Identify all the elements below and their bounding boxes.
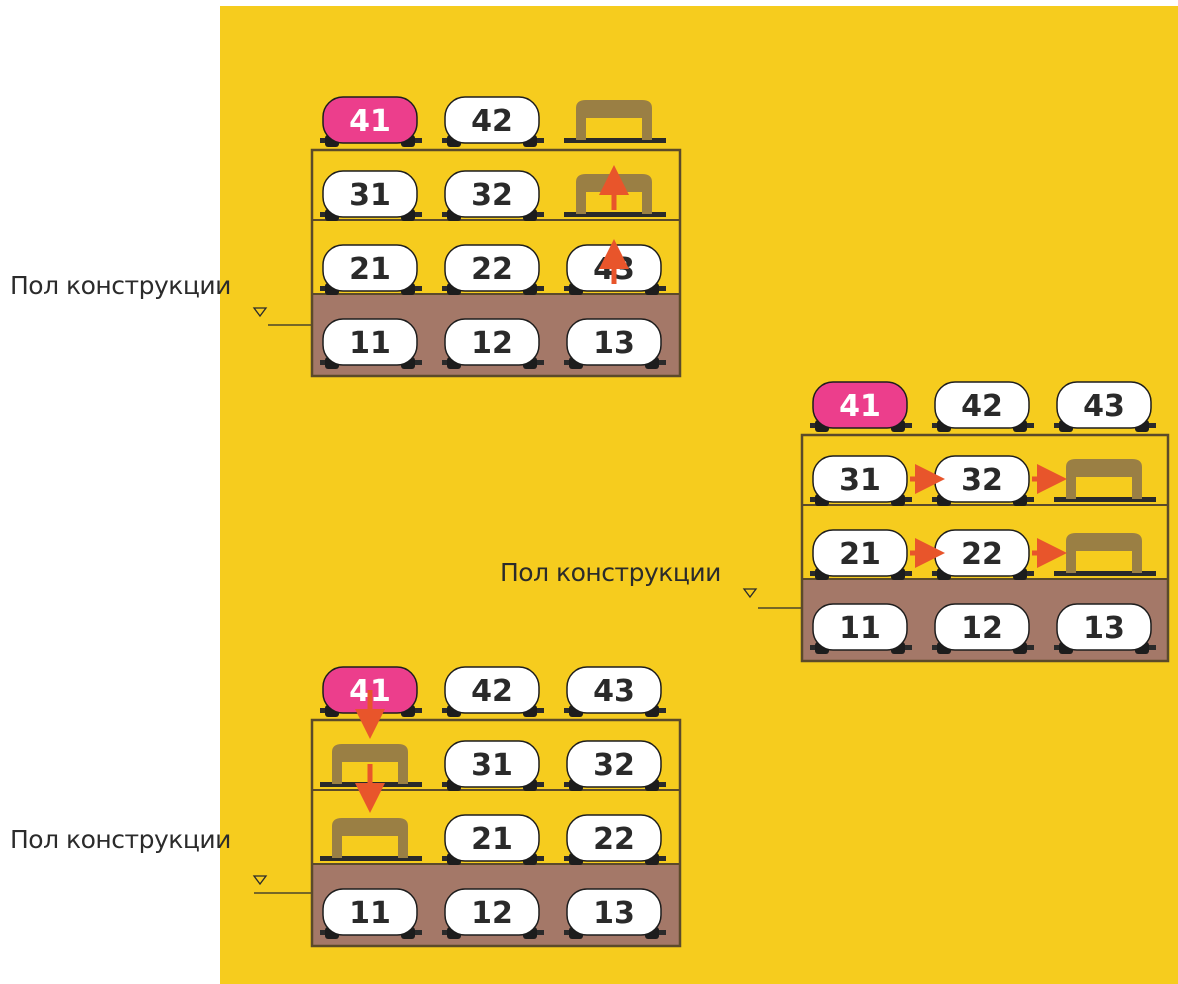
svg-text:43: 43 xyxy=(1083,389,1125,424)
pallet-bar xyxy=(564,138,666,143)
car-43: 43 xyxy=(1056,381,1152,432)
empty-pallet xyxy=(332,744,408,784)
structure-2: 41 42 43 31 32 21 22 11 12 13 xyxy=(800,381,1170,663)
svg-text:21: 21 xyxy=(349,252,391,287)
pallet-bar xyxy=(1054,571,1156,576)
svg-text:13: 13 xyxy=(593,896,635,931)
empty-pallet xyxy=(1066,459,1142,499)
pallet-bar xyxy=(1054,497,1156,502)
steel-frame xyxy=(310,718,682,948)
svg-text:42: 42 xyxy=(961,389,1003,424)
car-11: 11 xyxy=(322,888,418,939)
svg-text:22: 22 xyxy=(471,252,513,287)
svg-text:11: 11 xyxy=(839,611,881,646)
svg-text:41: 41 xyxy=(349,104,391,139)
structure-3: 41 42 43 31 32 21 22 11 12 13 xyxy=(310,666,682,948)
svg-text:32: 32 xyxy=(593,748,635,783)
car-31: 31 xyxy=(812,455,908,506)
car-21: 21 xyxy=(444,814,540,865)
car-12: 12 xyxy=(444,318,540,369)
steel-frame xyxy=(310,148,682,378)
car-42: 42 xyxy=(444,96,540,147)
car-12: 12 xyxy=(444,888,540,939)
svg-text:12: 12 xyxy=(961,611,1003,646)
floor-label-3: Пол конструкции xyxy=(10,825,231,854)
svg-text:43: 43 xyxy=(593,674,635,709)
svg-text:21: 21 xyxy=(839,537,881,572)
car-32: 32 xyxy=(444,170,540,221)
car-22: 22 xyxy=(934,529,1030,580)
car-41: 41 xyxy=(322,666,418,717)
empty-pallet xyxy=(332,818,408,858)
car-22: 22 xyxy=(444,244,540,295)
svg-text:11: 11 xyxy=(349,896,391,931)
car-11: 11 xyxy=(322,318,418,369)
svg-text:42: 42 xyxy=(471,674,513,709)
car-22: 22 xyxy=(566,814,662,865)
svg-text:12: 12 xyxy=(471,326,513,361)
car-41: 41 xyxy=(812,381,908,432)
svg-text:13: 13 xyxy=(1083,611,1125,646)
svg-text:21: 21 xyxy=(471,822,513,857)
car-31: 31 xyxy=(322,170,418,221)
floor-marker-3 xyxy=(252,875,312,894)
svg-text:31: 31 xyxy=(839,463,881,498)
car-13: 13 xyxy=(1056,603,1152,654)
svg-text:42: 42 xyxy=(471,104,513,139)
svg-text:22: 22 xyxy=(961,537,1003,572)
svg-text:12: 12 xyxy=(471,896,513,931)
car-11: 11 xyxy=(812,603,908,654)
steel-frame xyxy=(800,433,1170,663)
empty-pallet xyxy=(576,100,652,140)
pallet-bar xyxy=(320,856,422,861)
svg-text:31: 31 xyxy=(349,178,391,213)
floor-label-2: Пол конструкции xyxy=(500,558,721,587)
car-41: 41 xyxy=(322,96,418,147)
car-42: 42 xyxy=(444,666,540,717)
svg-text:31: 31 xyxy=(471,748,513,783)
car-21: 21 xyxy=(812,529,908,580)
floor-marker-1 xyxy=(252,307,312,326)
structure-1: 41423132212243111213 xyxy=(310,96,682,378)
svg-text:41: 41 xyxy=(839,389,881,424)
empty-pallet xyxy=(576,174,652,214)
car-43: 43 xyxy=(566,666,662,717)
svg-text:11: 11 xyxy=(349,326,391,361)
empty-pallet xyxy=(1066,533,1142,573)
car-31: 31 xyxy=(444,740,540,791)
svg-text:22: 22 xyxy=(593,822,635,857)
floor-marker-2 xyxy=(742,588,802,609)
svg-text:32: 32 xyxy=(471,178,513,213)
car-12: 12 xyxy=(934,603,1030,654)
car-42: 42 xyxy=(934,381,1030,432)
pallet-bar xyxy=(564,212,666,217)
car-21: 21 xyxy=(322,244,418,295)
car-32: 32 xyxy=(934,455,1030,506)
car-32: 32 xyxy=(566,740,662,791)
svg-text:13: 13 xyxy=(593,326,635,361)
svg-text:32: 32 xyxy=(961,463,1003,498)
car-13: 13 xyxy=(566,318,662,369)
car-13: 13 xyxy=(566,888,662,939)
floor-label-1: Пол конструкции xyxy=(10,271,231,300)
